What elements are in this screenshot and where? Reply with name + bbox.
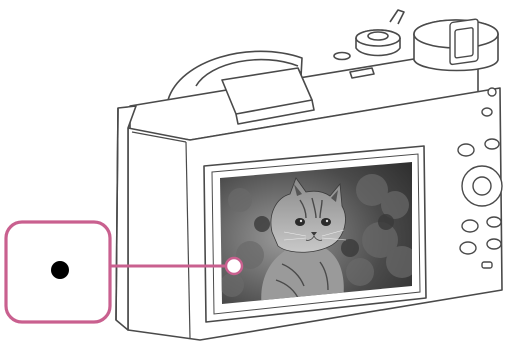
center-button bbox=[473, 177, 491, 195]
fn-button bbox=[458, 144, 474, 156]
menu-button bbox=[485, 139, 499, 149]
callout-marker-dot bbox=[51, 261, 69, 279]
delete-button bbox=[487, 217, 501, 227]
callout-target-dot bbox=[226, 258, 242, 274]
power-button bbox=[334, 53, 350, 60]
eye-sensor-icon bbox=[488, 88, 496, 96]
playback-button bbox=[462, 220, 478, 232]
